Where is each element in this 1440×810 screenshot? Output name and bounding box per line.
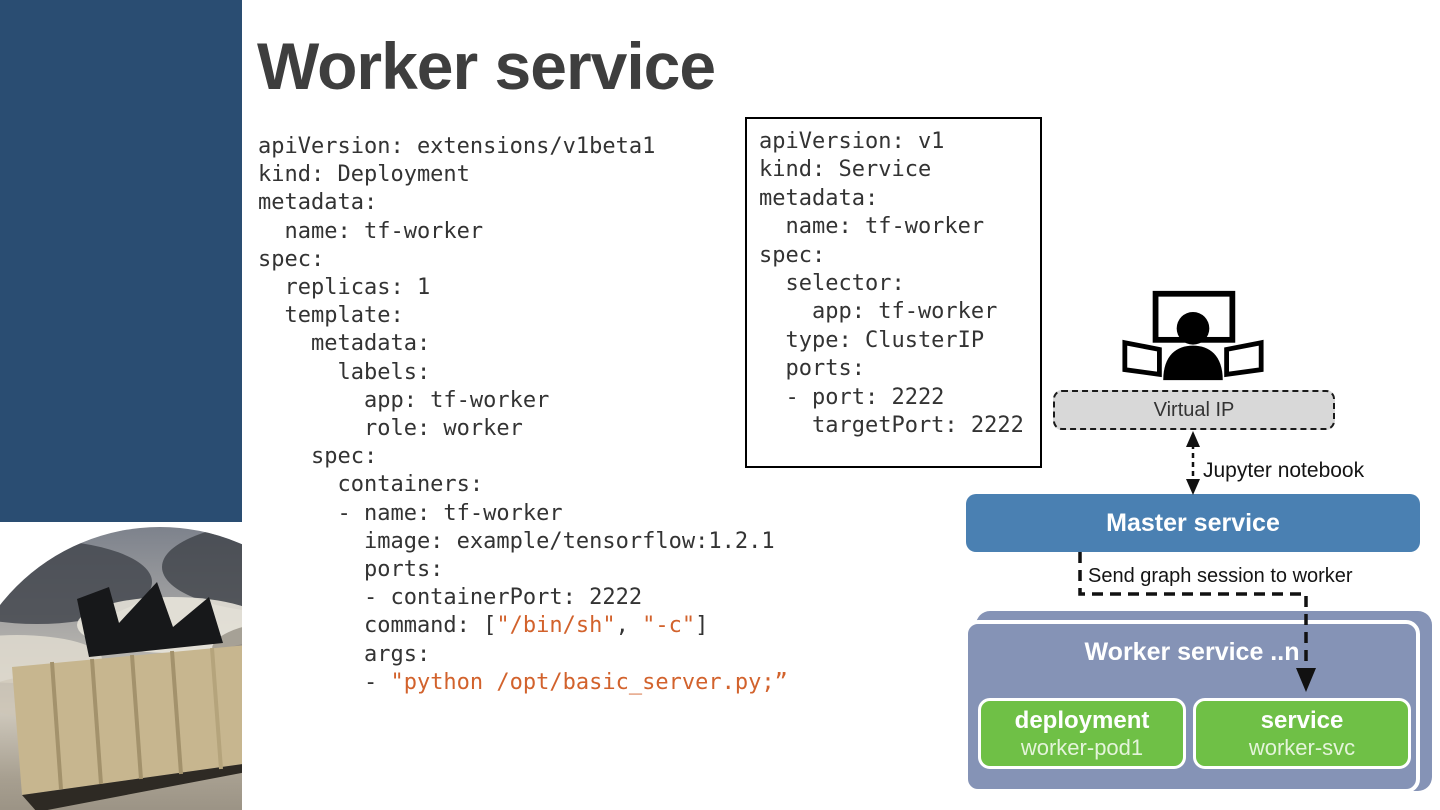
person-at-monitors-icon <box>1122 290 1264 381</box>
deployment-pod-subtitle: worker-pod1 <box>1020 734 1144 760</box>
master-service-label: Master service <box>1106 508 1280 537</box>
deployment-pod-title: deployment <box>1014 707 1150 735</box>
container-photo-illustration <box>0 527 242 810</box>
deployment-pod-box: deployment worker-pod1 <box>978 698 1186 769</box>
virtual-ip-label: Virtual IP <box>1153 398 1235 421</box>
arrowhead-up <box>1186 431 1200 447</box>
worker-service-group-label: Worker service ..n <box>1084 638 1300 666</box>
virtual-ip-box: Virtual IP <box>1053 390 1335 430</box>
master-service-box: Master service <box>966 494 1420 552</box>
service-pod-box: service worker-svc <box>1193 698 1411 769</box>
arrowhead-down <box>1186 479 1200 495</box>
jupyter-notebook-label: Jupyter notebook <box>1203 459 1365 482</box>
container-photo-circle <box>0 527 242 810</box>
container-photo <box>0 522 242 810</box>
service-pod-subtitle: worker-svc <box>1248 734 1356 760</box>
send-graph-label: Send graph session to worker <box>1088 565 1353 587</box>
page-title: Worker service <box>257 29 716 103</box>
service-pod-title: service <box>1260 707 1344 735</box>
